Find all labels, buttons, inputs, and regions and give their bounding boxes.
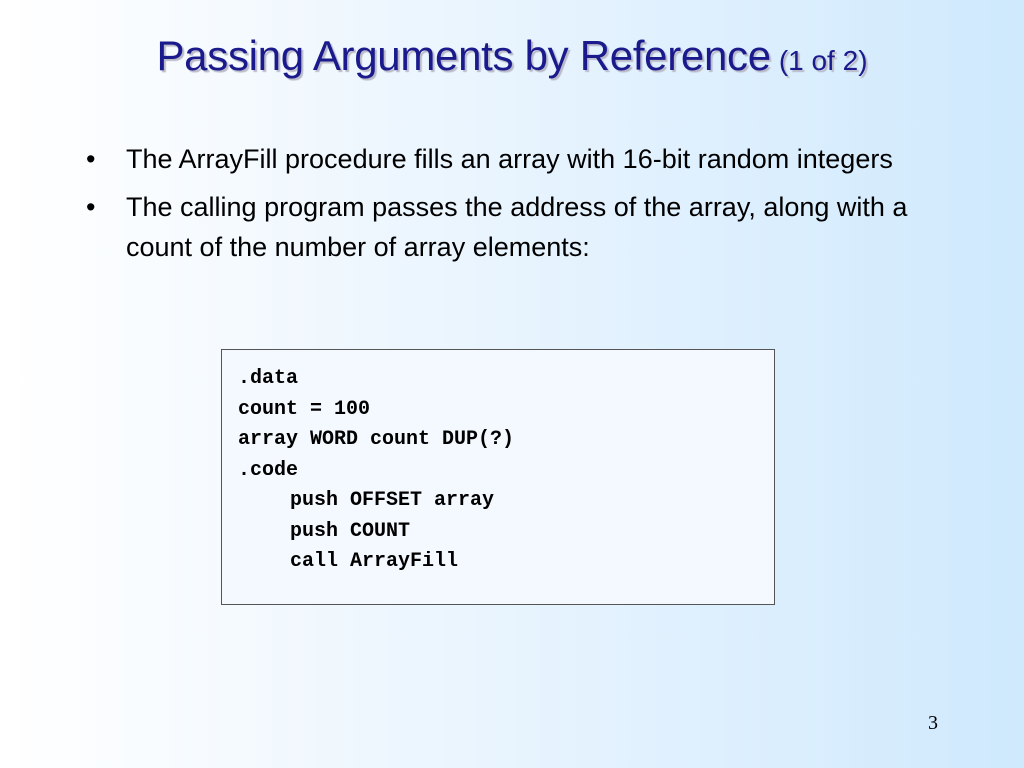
page-number: 3: [928, 712, 938, 734]
bullet-text: The ArrayFill procedure fills an array w…: [126, 144, 893, 174]
slide-title: Passing Arguments by Reference(1 of 2): [0, 32, 1024, 80]
title-main: Passing Arguments by Reference: [156, 32, 771, 79]
code-line: push OFFSET array: [290, 489, 495, 512]
bullet-marker: •: [86, 192, 96, 222]
code-block: .data count = 100 array WORD count DUP(?…: [221, 349, 775, 605]
code-line: .data: [238, 367, 299, 390]
code-line: array WORD count DUP(?): [238, 428, 515, 451]
code-line: count = 100: [238, 397, 371, 421]
code-line: push COUNT: [290, 519, 411, 543]
title-part-indicator: (1 of 2): [778, 45, 868, 76]
bullet-text: The calling program passes the address o…: [126, 192, 908, 262]
bullet-marker: •: [86, 144, 96, 174]
code-line: call ArrayFill: [290, 550, 459, 573]
bullet-item: • The calling program passes the address…: [86, 187, 946, 267]
bullet-item: • The ArrayFill procedure fills an array…: [86, 139, 946, 179]
bullet-list: • The ArrayFill procedure fills an array…: [86, 139, 946, 275]
code-line: .code: [238, 458, 299, 482]
